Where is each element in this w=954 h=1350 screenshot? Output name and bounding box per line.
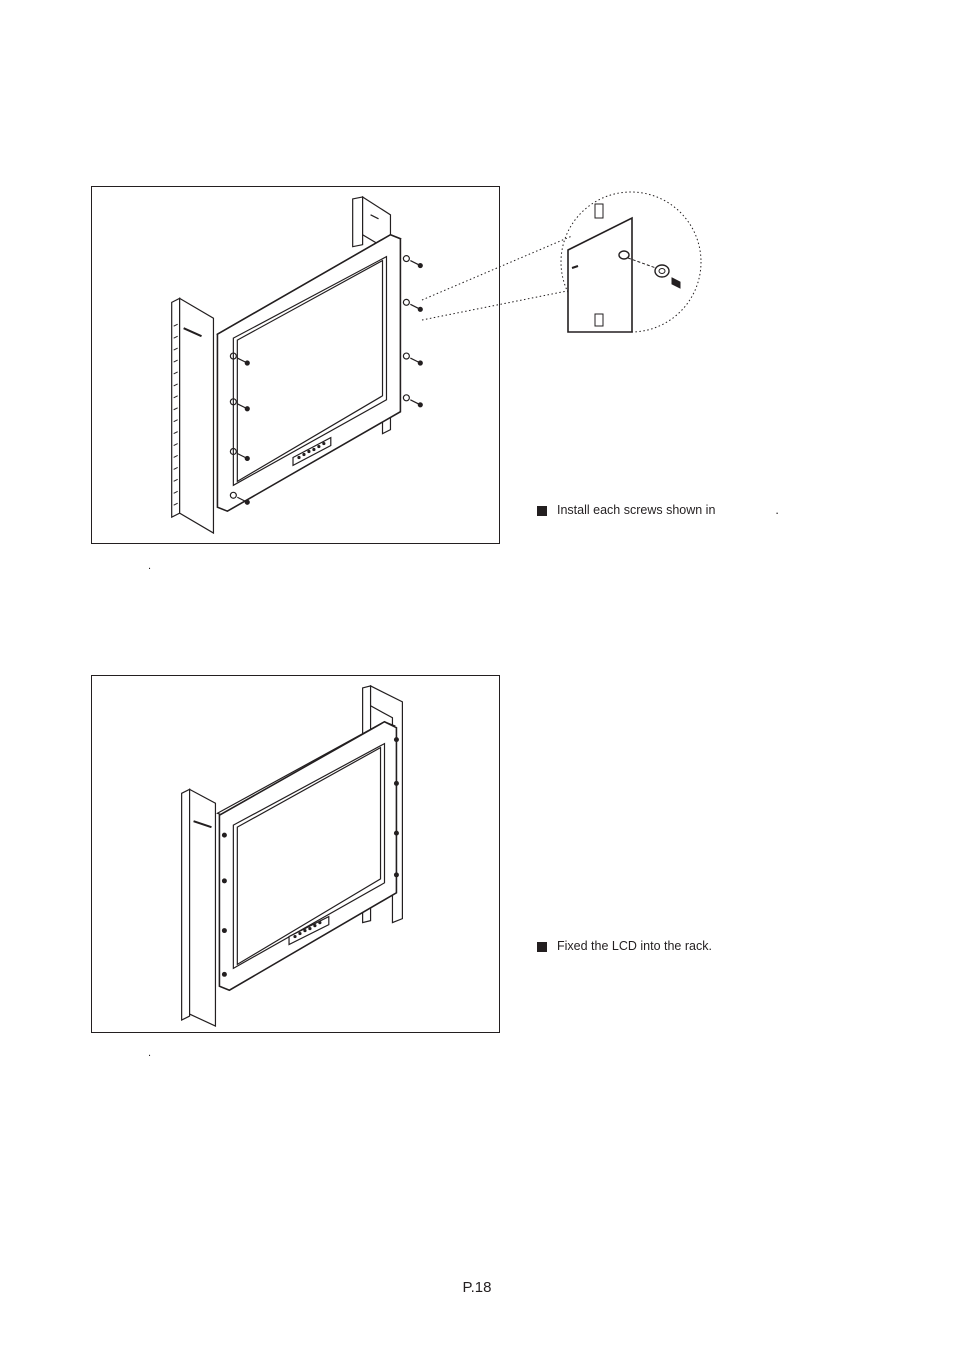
step-fixed-lcd: Fixed the LCD into the rack.: [537, 939, 712, 954]
screws-left: [229, 352, 250, 505]
lcd-bezel: [216, 233, 402, 513]
screws-right: [402, 255, 423, 408]
bullet-square-icon: [537, 941, 547, 952]
figure-lcd-fixed: [91, 675, 500, 1033]
bullet-square-icon: [537, 505, 547, 516]
page-number: P.18: [462, 1279, 492, 1296]
figure-caption-1: .: [148, 560, 152, 572]
step-text-fixed: Fixed the LCD into the rack.: [557, 939, 712, 953]
figure-caption-2: .: [148, 1047, 152, 1059]
step-install-screws: Install each screws shown in .: [537, 503, 779, 518]
installed-screws: [221, 737, 399, 977]
screw-detail-zoom: [421, 191, 702, 333]
rack-lcd-fixed-illustration: [181, 684, 403, 1027]
front-rack-rail: [171, 297, 215, 535]
front-rack-rail: [181, 788, 217, 1027]
step-text-install: Install each screws shown in: [557, 503, 716, 517]
lcd-bezel: [218, 720, 398, 992]
rack-lcd-screws-illustration: [171, 195, 423, 535]
step-text-install-suffix: .: [775, 503, 779, 517]
figure-install-screws: [91, 186, 500, 544]
